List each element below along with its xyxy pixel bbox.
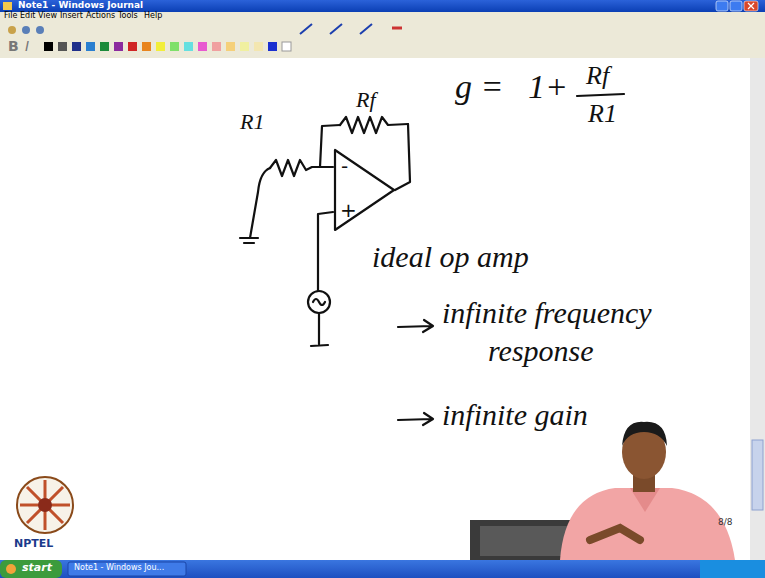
resistor-symbol [270,160,333,176]
logo-text: NPTEL [14,538,53,550]
bullet-arrow [398,320,433,332]
resistor-symbol [340,117,408,133]
handwritten-note: infinite gain [442,398,588,431]
menu-item: Help [144,12,162,21]
page-number: 8/8 [718,518,732,528]
menu-item: Edit [20,12,36,21]
opamp-symbol: -+ [333,148,395,232]
component-label: R1 [240,110,264,134]
wire [250,168,270,238]
input-sign: - [341,156,348,176]
fraction-bar [577,94,624,96]
toolbar-button: I [25,39,29,54]
formula-text: 1+ [528,68,568,105]
bullet-arrow [398,413,433,425]
ground-symbol [311,313,328,346]
formula-text: g = [455,68,503,105]
handwritten-note: infinite frequency [442,296,652,329]
formula-text: Rf [586,62,609,91]
toolbar-button: B [8,39,19,54]
wire [320,125,340,167]
source-symbol [308,291,330,313]
component-label: Rf [356,88,376,112]
menu-item: View [38,12,57,21]
start-button: start [22,562,52,574]
wire [395,124,410,190]
input-sign: + [340,200,357,220]
taskbar-item: Note1 - Windows Jou... [74,564,164,573]
menu-item: File [4,12,17,21]
handwritten-note: ideal op amp [372,240,529,273]
menu-item: Insert [60,12,83,21]
wire [318,212,333,290]
menu-item: Actions [86,12,115,21]
formula-text: R1 [588,100,617,129]
sine-mark [313,299,325,305]
window-title: Note1 - Windows Journal [18,1,143,11]
ground-symbol [240,238,258,243]
menu-item: Tools [118,12,138,21]
handwritten-note: response [488,334,594,367]
